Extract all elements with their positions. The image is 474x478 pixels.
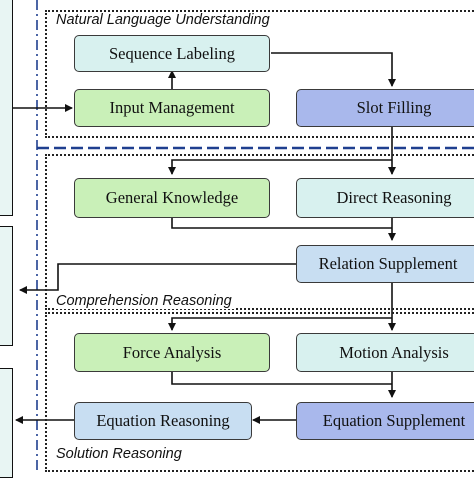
section-title-nlu: Natural Language Understanding [54, 12, 272, 28]
section-comprehension [45, 154, 474, 310]
node-equation-reasoning: Equation Reasoning [74, 402, 252, 440]
left-edge-box-middle [0, 226, 13, 346]
section-solution [45, 312, 474, 472]
arrow-sequence-to-slot [271, 52, 396, 87]
node-motion-analysis: Motion Analysis [296, 333, 474, 372]
node-slot-filling: Slot Filling [296, 89, 474, 127]
arrow-general-to-relation [171, 217, 392, 229]
node-general-knowledge: General Knowledge [74, 178, 270, 218]
node-sequence-labeling: Sequence Labeling [74, 35, 270, 72]
arrow-relation-to-left [19, 263, 296, 294]
section-title-solution: Solution Reasoning [54, 446, 184, 462]
node-direct-reasoning: Direct Reasoning [296, 178, 474, 218]
node-equation-supplement: Equation Supplement [296, 402, 474, 440]
arrow-force-to-equation [171, 372, 392, 385]
node-force-analysis: Force Analysis [74, 333, 270, 372]
section-title-comprehension: Comprehension Reasoning [54, 293, 234, 309]
section-nlu [45, 10, 474, 138]
node-relation-supplement: Relation Supplement [296, 245, 474, 283]
arrow-to-force-analysis [168, 317, 392, 331]
node-input-management: Input Management [74, 89, 270, 127]
left-edge-box-top [0, 0, 13, 216]
arrow-to-general-knowledge [168, 159, 392, 175]
